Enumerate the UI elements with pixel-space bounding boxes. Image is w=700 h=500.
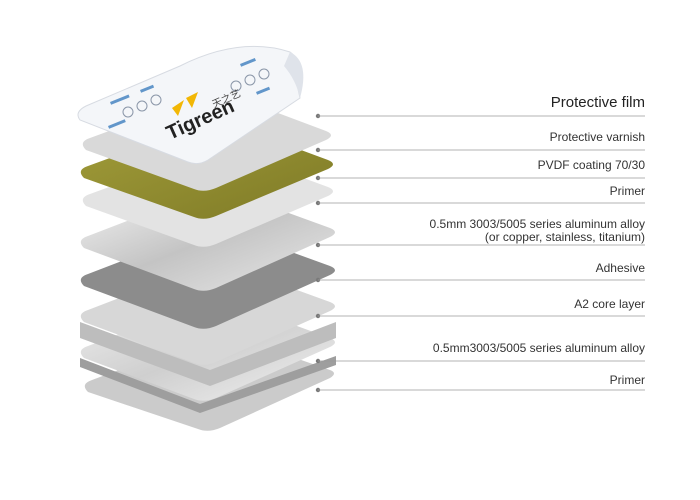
film-curl [284,52,304,98]
label-protective-varnish: Protective varnish [549,130,645,144]
layer-protective-film [77,45,301,165]
label-protective-film: Protective film [550,94,645,111]
label-adhesive: Adhesive [595,261,645,275]
label-aluminum-bottom: 0.5mm3003/5005 series aluminum alloy [432,341,645,355]
leader-lines [315,113,645,393]
layer-aluminum-bottom-side [80,356,336,413]
logo-mark [172,92,198,116]
label-primer-top: Primer [609,184,645,198]
label-aluminum-top: 0.5mm 3003/5005 series aluminum alloy [429,217,645,231]
film-print-marks [108,58,271,129]
label-a2-core: A2 core layer [574,297,645,311]
film-icons [122,68,270,118]
label-primer-bottom: Primer [609,373,645,387]
label-pvdf-coating: PVDF coating 70/30 [537,158,645,172]
label-aluminum-top-note: (or copper, stainless, titanium) [484,230,645,244]
layer-a2-core-side [80,322,336,386]
